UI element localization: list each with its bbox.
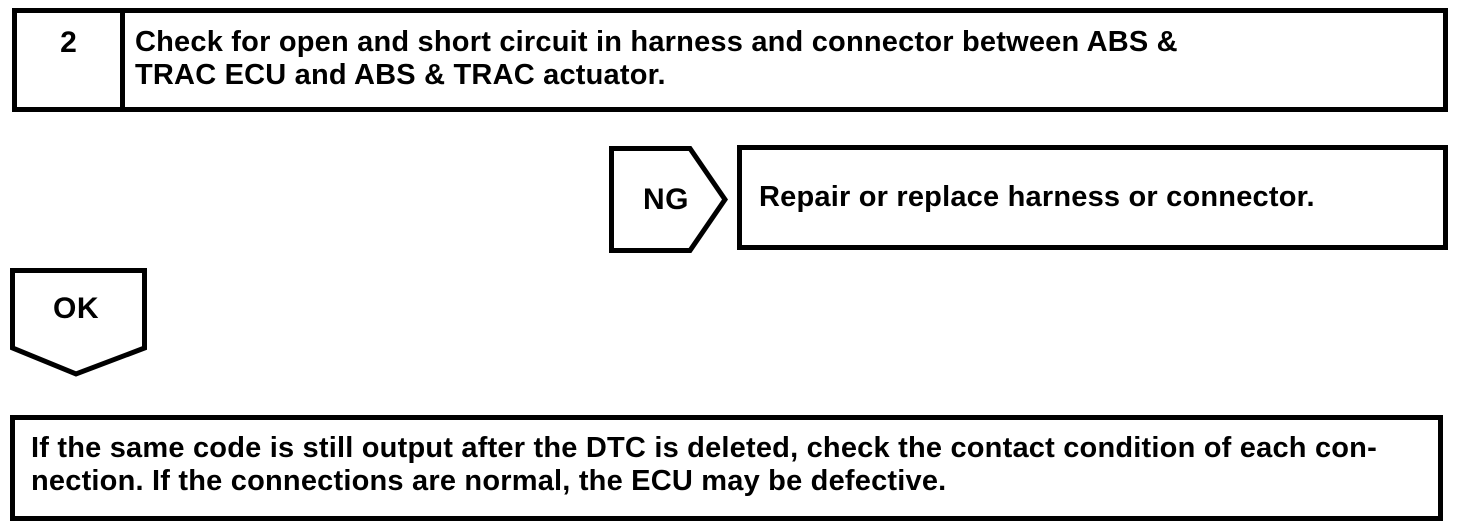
step-instruction: Check for open and short circuit in harn… — [125, 13, 1192, 107]
ng-connector-shape: NG — [609, 146, 728, 253]
result-line-1: If the same code is still output after t… — [31, 432, 1377, 464]
step-instruction-line-2: TRAC ECU and ABS & TRAC actuator. — [135, 59, 666, 91]
step-instruction-line-1: Check for open and short circuit in harn… — [135, 26, 1178, 58]
ng-label: NG — [643, 182, 689, 216]
ng-action-box: Repair or replace harness or connector. — [737, 145, 1448, 250]
result-line-2: nection. If the connections are normal, … — [31, 465, 947, 497]
result-box: If the same code is still output after t… — [10, 415, 1443, 521]
ok-pentagon-icon — [10, 268, 147, 377]
step-number: 2 — [17, 13, 125, 107]
ok-connector-shape: OK — [10, 268, 147, 377]
step-box: 2 Check for open and short circuit in ha… — [12, 8, 1448, 112]
ng-action-text: Repair or replace harness or connector. — [759, 181, 1315, 213]
ok-label: OK — [53, 292, 99, 325]
ng-pentagon-icon — [609, 146, 728, 253]
